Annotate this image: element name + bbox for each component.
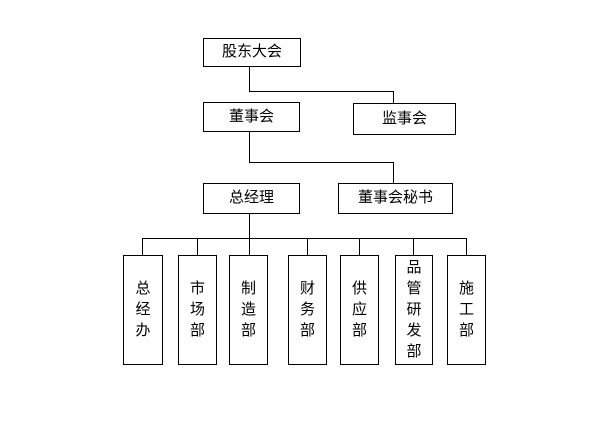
org-node-dept-quality-rd: 品管研发部 bbox=[395, 255, 433, 365]
connector-drop-dept-5 bbox=[359, 238, 360, 255]
connector-bus-departments bbox=[142, 238, 467, 239]
org-node-label: 董事会 bbox=[228, 108, 274, 125]
connector-stem-shareholders bbox=[249, 67, 250, 91]
org-node-dept-general-manager-office: 总经办 bbox=[123, 255, 163, 365]
connector-branch-secretary bbox=[249, 162, 394, 163]
org-node-label: 品管研发部 bbox=[406, 259, 422, 360]
org-node-label: 财务部 bbox=[300, 280, 316, 339]
connector-drop-supervisory bbox=[393, 91, 394, 103]
org-node-label: 供应部 bbox=[352, 280, 368, 339]
org-node-label: 制造部 bbox=[241, 280, 257, 339]
connector-drop-dept-2 bbox=[197, 238, 198, 255]
org-node-label: 董事会秘书 bbox=[357, 190, 433, 206]
org-node-label: 总经办 bbox=[135, 280, 151, 339]
org-node-dept-marketing: 市场部 bbox=[178, 255, 217, 365]
org-node-label: 股东大会 bbox=[221, 44, 282, 60]
org-node-dept-supply: 供应部 bbox=[340, 255, 379, 365]
org-node-dept-manufacturing: 制造部 bbox=[229, 255, 268, 365]
connector-branch-supervisory bbox=[249, 91, 394, 92]
org-node-supervisory-board: 监事会 bbox=[353, 103, 456, 135]
org-node-label: 市场部 bbox=[190, 280, 206, 339]
org-node-shareholders-meeting: 股东大会 bbox=[203, 38, 301, 67]
connector-stem-general-manager bbox=[249, 214, 250, 238]
connector-drop-dept-7 bbox=[466, 238, 467, 255]
org-node-label: 总经理 bbox=[228, 190, 274, 206]
org-node-general-manager: 总经理 bbox=[203, 183, 300, 214]
org-node-label: 监事会 bbox=[381, 110, 427, 127]
org-node-board-of-directors: 董事会 bbox=[203, 102, 300, 132]
connector-drop-secretary bbox=[393, 162, 394, 183]
connector-drop-dept-6 bbox=[413, 238, 414, 255]
org-node-board-secretary: 董事会秘书 bbox=[338, 183, 453, 214]
org-node-dept-construction: 施工部 bbox=[447, 255, 486, 365]
connector-stem-board bbox=[249, 132, 250, 162]
org-node-dept-finance: 财务部 bbox=[288, 255, 327, 365]
org-node-label: 施工部 bbox=[459, 280, 475, 339]
connector-drop-dept-4 bbox=[307, 238, 308, 255]
connector-drop-dept-3 bbox=[249, 238, 250, 255]
connector-drop-dept-1 bbox=[142, 238, 143, 255]
